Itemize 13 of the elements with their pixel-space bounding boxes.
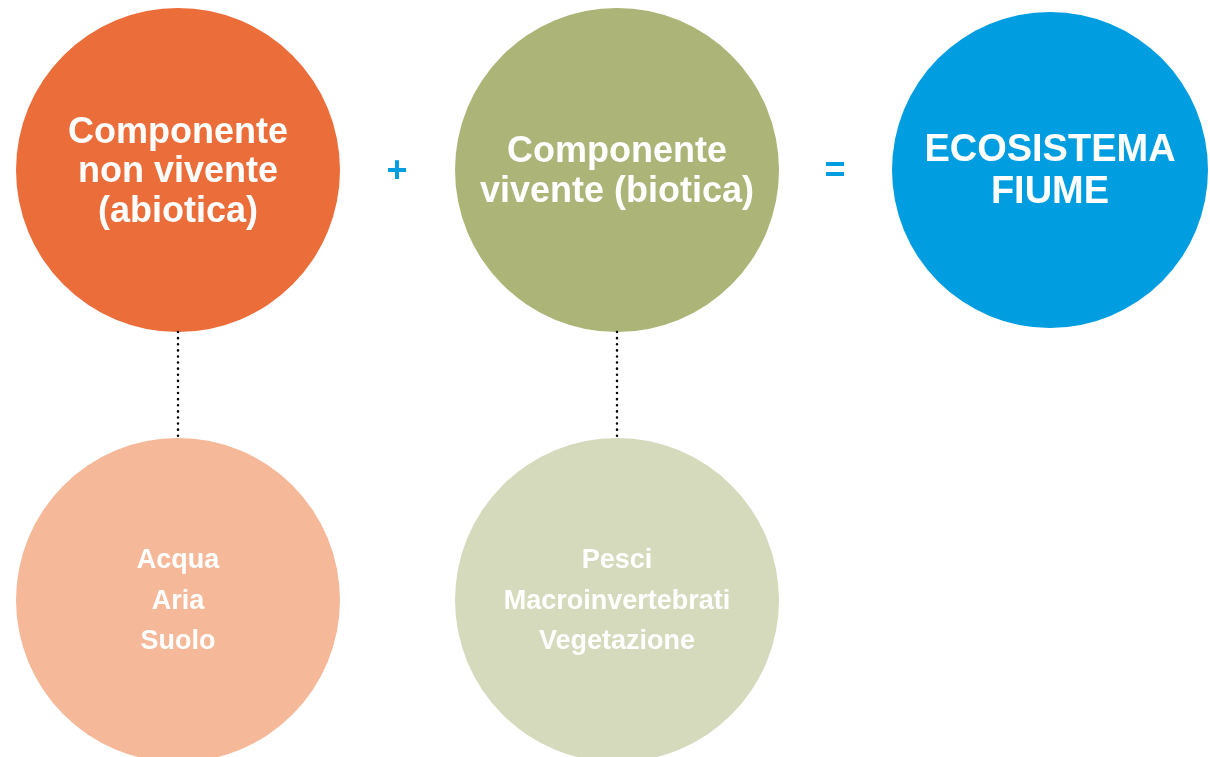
item-text: Vegetazione xyxy=(538,624,696,658)
dotted-connector xyxy=(615,330,619,440)
circle-title: Componente vivente (biotica) xyxy=(478,130,756,210)
operator-sign: = xyxy=(824,149,846,191)
item-text: Pesci xyxy=(581,543,653,577)
item-text: Aria xyxy=(151,583,205,617)
circle-title: Componente non vivente (abiotica) xyxy=(67,110,289,230)
circle-title: ECOSISTEMA FIUME xyxy=(923,128,1177,212)
operator-sign: + xyxy=(386,149,408,191)
dotted-connector xyxy=(176,330,180,440)
item-text: Acqua xyxy=(136,543,220,577)
item-text: Suolo xyxy=(140,624,216,658)
item-text: Macroinvertebrati xyxy=(503,583,731,617)
